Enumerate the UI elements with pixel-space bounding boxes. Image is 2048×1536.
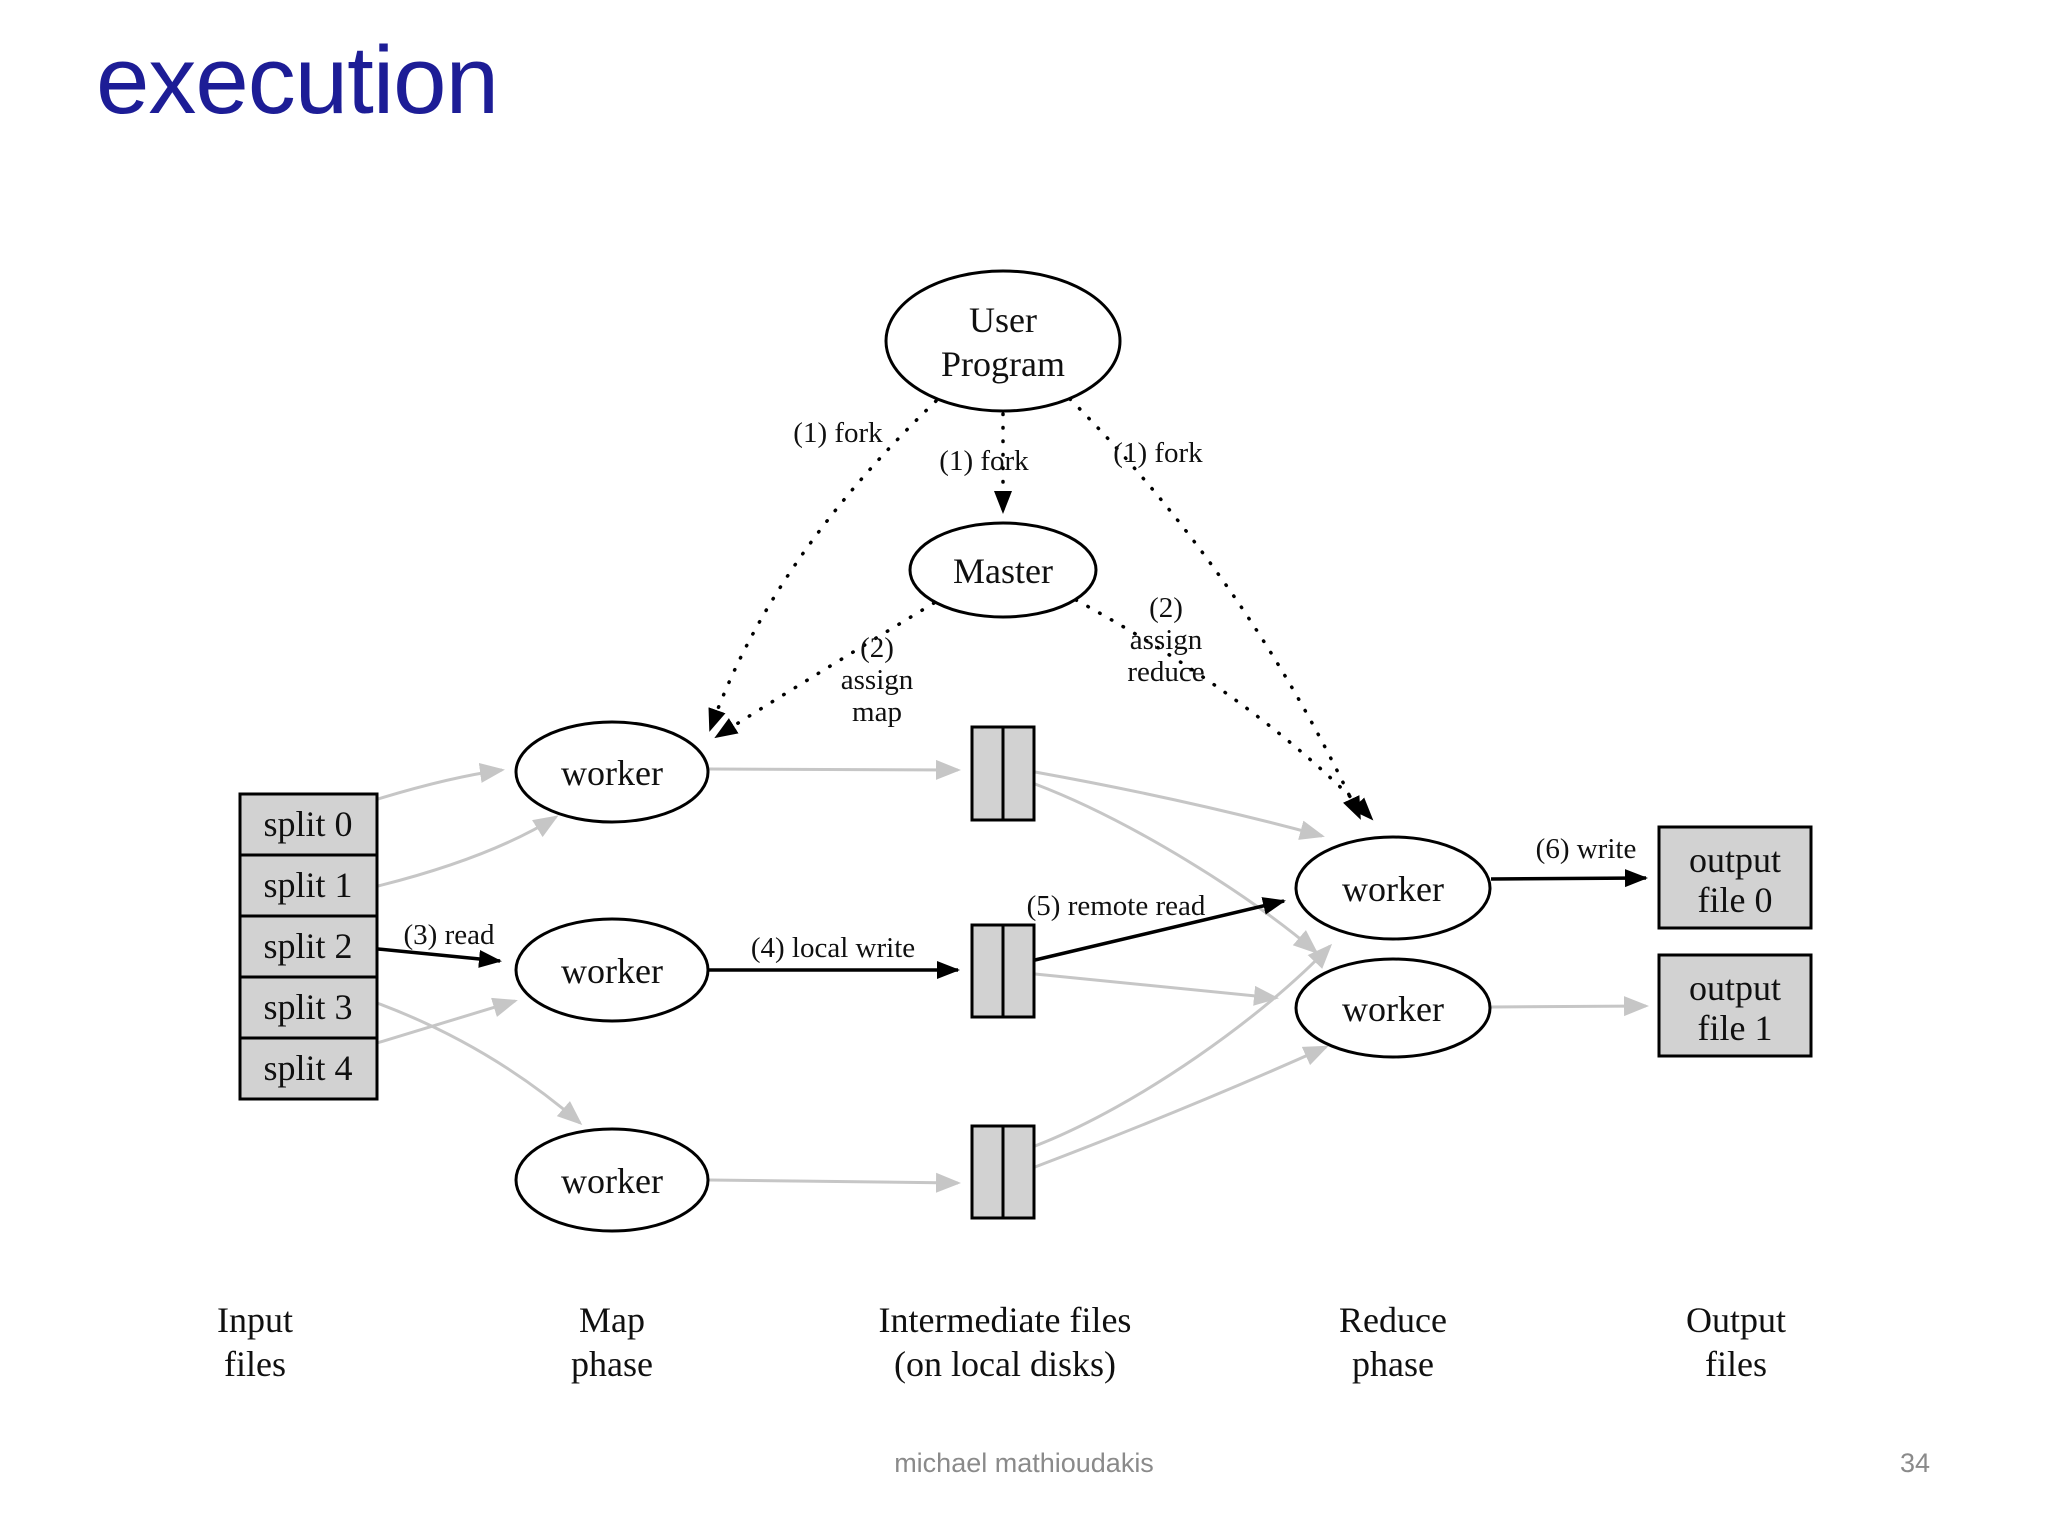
arrow-split3-to-worker3 [376,1001,583,1125]
assign-reduce-line3: reduce [1127,656,1204,688]
arrow-worker1-to-files1 [708,759,961,780]
arrow-split4-to-worker2 [376,997,518,1045]
map-worker-1: worker [514,720,710,824]
split-2-box [238,914,379,979]
assign-map-line1: (2) [860,632,894,664]
map-worker-2: worker [514,917,710,1023]
phase-map-line1: Map [579,1300,645,1340]
phase-input-line2: files [224,1344,286,1384]
reduce-worker-2-label: worker [1342,989,1444,1029]
output-file-0-line1: output [1689,840,1781,880]
arrow-files1-to-reduce2 [1034,782,1319,954]
phase-intermediate-line2: (on local disks) [894,1344,1116,1384]
arrow-remote-read [1034,897,1286,962]
write-label: (6) write [1536,833,1637,865]
arrow-files1-to-reduce1 [1034,770,1325,840]
assign-reduce-line2: assign [1130,624,1203,656]
arrow-assign-reduce [1074,598,1374,821]
user-program-line1: User [969,300,1037,340]
phase-intermediate-line1: Intermediate files [879,1300,1132,1340]
user-program-node: User Program [884,269,1122,413]
phase-reduce-line1: Reduce [1339,1300,1447,1340]
arrow-split0-to-worker1 [377,763,505,801]
split-2-label: split 2 [263,926,352,966]
local-write-label: (4) local write [751,932,915,964]
assign-reduce-label: (2) assign reduce [1127,592,1204,688]
reduce-worker-1: worker [1294,835,1492,941]
reduce-worker-2-ellipse [1294,957,1492,1059]
footer-page-number: 34 [1899,1448,1930,1478]
master-ellipse [908,521,1098,619]
output-file-0: output file 0 [1657,825,1813,930]
split-1-label: split 1 [263,865,352,905]
output-file-1-box [1657,953,1813,1058]
phase-label-reduce-phase: Reduce phase [1339,1300,1447,1384]
phase-map-line2: phase [571,1344,653,1384]
phase-label-map-phase: Map phase [571,1300,653,1384]
phase-output-line2: files [1705,1344,1767,1384]
assign-map-line3: map [852,696,902,728]
assign-map-label: (2) assign map [841,632,914,728]
arrow-write [1490,869,1648,888]
fork-left-label: (1) fork [793,417,883,449]
assign-map-line2: assign [841,664,914,696]
split-0-box [238,792,379,857]
reduce-worker-1-ellipse [1294,835,1492,941]
master-label: Master [953,551,1053,591]
phase-label-intermediate-files: Intermediate files (on local disks) [879,1300,1132,1384]
output-file-0-line2: file 0 [1698,880,1773,920]
arrow-worker3-to-files3 [708,1172,961,1193]
phase-input-line1: Input [217,1300,293,1340]
arrow-read [377,947,502,968]
page-title: execution [96,27,499,134]
master-node: Master [908,521,1098,619]
output-file-1-line2: file 1 [1698,1008,1773,1048]
map-worker-3-label: worker [561,1161,663,1201]
output-file-1-line1: output [1689,968,1781,1008]
phase-output-line1: Output [1686,1300,1786,1340]
map-worker-1-label: worker [561,753,663,793]
phase-label-input-files: Input files [217,1300,293,1384]
arrow-files3-to-reduce2 [1034,1045,1329,1169]
fork-center-label: (1) fork [939,445,1029,477]
intermediate-files-1 [970,725,1036,822]
phase-label-output-files: Output files [1686,1300,1786,1384]
split-0-label: split 0 [263,804,352,844]
split-4-label: split 4 [263,1048,352,1088]
intermediate-files-2 [970,923,1036,1019]
output-file-1: output file 1 [1657,953,1813,1058]
footer-author: michael mathioudakis [894,1448,1154,1478]
read-label: (3) read [404,919,495,951]
output-file-0-box [1657,825,1813,930]
split-3-label: split 3 [263,987,352,1027]
map-worker-2-ellipse [514,917,710,1023]
map-worker-1-ellipse [514,720,710,824]
map-worker-3-ellipse [514,1127,710,1233]
assign-reduce-line1: (2) [1149,592,1183,624]
arrow-files3-to-reduce1 [1034,943,1333,1148]
arrow-split1-to-worker1 [377,815,559,888]
phase-reduce-line2: phase [1352,1344,1434,1384]
split-4-box [238,1036,379,1101]
user-program-line2: Program [941,344,1065,384]
map-worker-2-label: worker [561,951,663,991]
arrow-assign-map [714,601,936,739]
reduce-worker-1-label: worker [1342,869,1444,909]
user-program-ellipse [884,269,1122,413]
arrow-reduce2-to-output1 [1490,996,1649,1017]
reduce-worker-2: worker [1294,957,1492,1059]
input-splits-stack: split 0 split 1 split 2 split 3 split 4 [238,792,379,1101]
fork-right-label: (1) fork [1113,437,1203,469]
arrow-files2-to-reduce2 [1034,972,1279,1006]
split-3-box [238,975,379,1040]
map-worker-3: worker [514,1127,710,1233]
intermediate-files-3 [970,1124,1036,1220]
remote-read-label: (5) remote read [1027,890,1206,922]
